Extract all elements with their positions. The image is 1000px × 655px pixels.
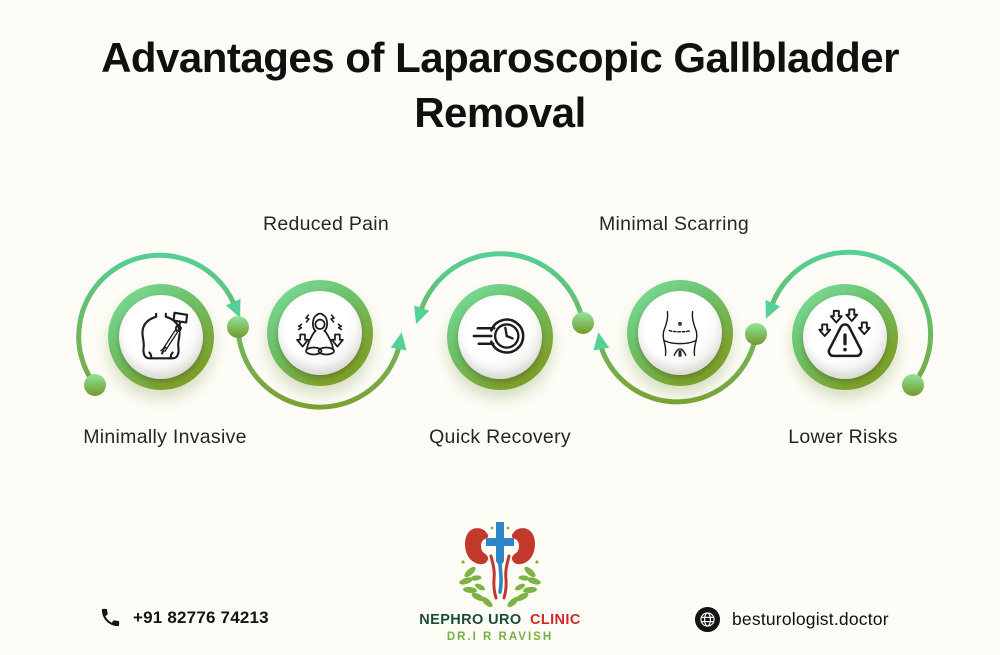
step-inner-disc (278, 291, 362, 375)
globe-icon (694, 606, 721, 633)
laurel-leaves (459, 526, 541, 608)
step-label-reduced-pain: Reduced Pain (262, 213, 390, 235)
warning-down-arrows-icon (818, 308, 871, 358)
dot-icon (745, 323, 767, 345)
step-label-quick-recovery: Quick Recovery (429, 426, 571, 448)
clinic-name-primary: NEPHRO URO (419, 612, 522, 628)
title-line-2: Removal (414, 89, 586, 136)
step-circle-lower-risks (792, 284, 898, 390)
dot-icon (227, 316, 249, 338)
phone-number: +91 82776 74213 (133, 607, 269, 627)
step-inner-disc (119, 295, 203, 379)
dot-icon (902, 374, 924, 396)
website-contact[interactable]: besturologist.doctor (694, 606, 889, 633)
step-label-minimal-scarring: Minimal Scarring (598, 213, 750, 235)
step-circle-minimally-invasive (108, 284, 214, 390)
kidney-logo-icon (459, 522, 541, 608)
arrowhead-icon (765, 299, 781, 319)
dot-icon (84, 374, 106, 396)
step-inner-disc (803, 295, 887, 379)
speed-clock-icon (472, 318, 525, 354)
phone-contact[interactable]: +91 82776 74213 (99, 606, 269, 629)
renal-vessels (489, 554, 511, 600)
arrowhead-icon (414, 305, 430, 325)
step-circle-reduced-pain (267, 280, 373, 386)
meditation-pain-relief-icon (296, 312, 344, 356)
dot-icon (572, 312, 594, 334)
ureter-cross (486, 522, 514, 594)
kidneys (465, 528, 535, 565)
clinic-name: NEPHRO URO CLINIC (0, 612, 1000, 628)
step-inner-disc (458, 295, 542, 379)
arrowhead-icon (390, 332, 407, 351)
website-url: besturologist.doctor (732, 609, 889, 629)
step-inner-disc (638, 291, 722, 375)
clinic-logo: NEPHRO URO CLINIC DR.I R RAVISH (0, 514, 1000, 643)
phone-icon (101, 608, 120, 627)
title-line-1: Advantages of Laparoscopic Gallbladder (101, 34, 899, 81)
arrowhead-icon (593, 332, 610, 351)
page-title: Advantages of Laparoscopic Gallbladder R… (0, 30, 1000, 140)
arrowhead-icon (225, 298, 241, 318)
abdomen-scar-icon (662, 311, 698, 357)
torso-laparoscope-icon (141, 311, 189, 360)
clinic-name-accent: CLINIC (530, 612, 581, 628)
step-label-lower-risks: Lower Risks (788, 426, 898, 448)
step-circle-minimal-scarring (627, 280, 733, 386)
step-circle-quick-recovery (447, 284, 553, 390)
clinic-subtitle: DR.I R RAVISH (446, 631, 554, 643)
step-label-minimally-invasive: Minimally Invasive (83, 426, 247, 448)
